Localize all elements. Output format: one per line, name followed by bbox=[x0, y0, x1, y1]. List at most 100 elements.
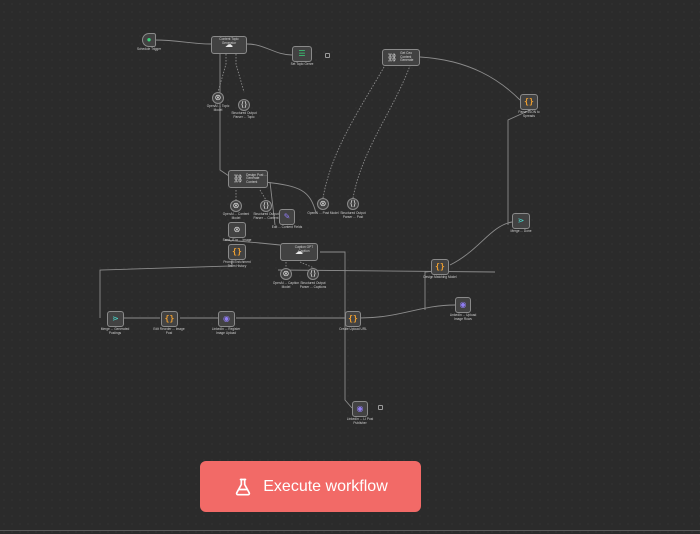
edit-content-node[interactable]: ✎ bbox=[279, 209, 295, 225]
schedule-trigger-node[interactable]: ● bbox=[142, 33, 156, 47]
parse-json-node[interactable]: {} bbox=[520, 94, 538, 110]
openai-icon: ⊛ bbox=[319, 199, 327, 208]
linkedin-register-node[interactable]: ◉ bbox=[218, 311, 235, 327]
get-content-node[interactable]: ⛓ Get Ceo Content Generate bbox=[382, 49, 420, 66]
http-icon: ◉ bbox=[356, 404, 364, 413]
node-label: Schedule Trigger bbox=[136, 47, 162, 51]
code-brackets-icon: ⟨⟩ bbox=[349, 199, 357, 208]
edge bbox=[264, 181, 317, 214]
node-label: OpenAI ... Topic Model bbox=[206, 104, 230, 112]
edge bbox=[99, 252, 233, 318]
edge bbox=[224, 239, 281, 246]
panel-divider bbox=[0, 530, 700, 531]
node-label: Structured Output Parser ... Captions bbox=[299, 281, 327, 289]
edge bbox=[321, 59, 389, 205]
merge-icon: ⋗ bbox=[112, 314, 119, 323]
node-label: LinkedIn ... Register Image Upload bbox=[211, 327, 241, 335]
design-post-node[interactable]: ⛓ Design Post ... Generate Content bbox=[228, 170, 268, 188]
openai-content-model-node[interactable]: ⊛ bbox=[230, 200, 242, 212]
openai-caption-model-node[interactable]: ⊛ bbox=[280, 268, 292, 280]
code-brackets-icon: ⟨⟩ bbox=[240, 100, 248, 109]
code-icon: {} bbox=[524, 97, 534, 106]
add-node-handle[interactable] bbox=[325, 53, 330, 58]
linkedin-publisher-node[interactable]: ◉ bbox=[352, 401, 368, 417]
openai-topic-model-node[interactable]: ⊛ bbox=[212, 92, 224, 104]
execute-workflow-button[interactable]: Execute workflow bbox=[200, 461, 421, 512]
parser-caption-node[interactable]: ⟨⟩ bbox=[307, 268, 319, 280]
edge bbox=[359, 304, 456, 319]
openai-icon: ⊛ bbox=[232, 201, 240, 210]
edge bbox=[351, 59, 413, 205]
parser-topic-node[interactable]: ⟨⟩ bbox=[238, 99, 250, 111]
edge bbox=[507, 109, 531, 225]
add-node-handle[interactable] bbox=[378, 405, 383, 410]
edge bbox=[259, 189, 267, 201]
node-label: LinkedIn ... Upload Image Rows bbox=[449, 313, 477, 321]
design-matching-node[interactable]: {} bbox=[431, 259, 449, 275]
content-topic-generator-node[interactable]: ☁ bbox=[211, 36, 247, 54]
create-upload-url-node[interactable]: {} bbox=[345, 311, 361, 327]
flask-icon bbox=[236, 478, 251, 495]
list-icon: ☰ bbox=[298, 49, 306, 58]
merge-icon: ⋗ bbox=[517, 216, 525, 225]
node-label: Merge ... Generated Postings bbox=[100, 327, 130, 335]
node-label: OpenAI ... Content Model bbox=[222, 212, 250, 220]
http-icon: ◉ bbox=[223, 314, 230, 323]
clock-icon: ● bbox=[146, 35, 152, 44]
node-label: OpenAI ... Caption Model bbox=[272, 281, 300, 289]
link-icon: ⛓ bbox=[387, 52, 398, 62]
code-brackets-icon: ⟨⟩ bbox=[309, 269, 317, 278]
set-topic-node[interactable]: ☰ bbox=[292, 46, 312, 62]
edge bbox=[219, 54, 233, 179]
node-label: Edit ... Content Fields bbox=[271, 225, 303, 229]
node-label: Structured Output Parser ... Content bbox=[253, 212, 279, 220]
openai-post-model-node[interactable]: ⊛ bbox=[317, 198, 329, 210]
node-label: Structured Output Parser ... Post bbox=[340, 211, 366, 219]
edge bbox=[217, 54, 227, 93]
edge bbox=[246, 43, 293, 56]
code-icon: {} bbox=[348, 314, 358, 323]
openai-icon: ⊛ bbox=[282, 269, 290, 278]
merge-generated-node[interactable]: ⋗ bbox=[107, 311, 124, 327]
execute-label: Execute workflow bbox=[263, 477, 388, 495]
node-label: Edit Reorder ... Image Post bbox=[153, 327, 185, 335]
http-icon: ◉ bbox=[459, 300, 467, 309]
code-icon: {} bbox=[164, 314, 175, 323]
merge-done-node[interactable]: ⋗ bbox=[512, 213, 530, 229]
node-label: OpenAI ... Post Model bbox=[307, 211, 339, 215]
node-label: Send_IT to ... Image bbox=[222, 238, 252, 242]
node-label: LinkedIn ... LI Post Publisher bbox=[346, 417, 374, 425]
code-icon: {} bbox=[232, 247, 242, 256]
prompt-enrichment-node[interactable]: {} bbox=[228, 244, 246, 260]
link-icon: ⛓ bbox=[233, 174, 244, 183]
ai-agent-icon: ☁ bbox=[295, 247, 303, 256]
edge bbox=[449, 221, 513, 266]
edge bbox=[235, 54, 245, 93]
node-label: Parse JSON to Spreads bbox=[518, 110, 540, 118]
node-label: Prompt Enrichment Team History bbox=[223, 260, 251, 268]
edit-reorder-node[interactable]: {} bbox=[161, 311, 178, 327]
edge bbox=[299, 261, 315, 269]
send-image-node[interactable]: ⊛ bbox=[228, 222, 246, 238]
edge bbox=[269, 181, 276, 226]
openai-icon: ⊛ bbox=[233, 225, 241, 234]
edge bbox=[153, 39, 212, 45]
node-label: Set Topic Genre bbox=[290, 62, 314, 66]
node-label: Merge ... Done bbox=[510, 229, 532, 233]
node-label: Content Topic Generator bbox=[219, 37, 239, 45]
openai-icon: ⊛ bbox=[214, 93, 222, 102]
pencil-icon: ✎ bbox=[283, 212, 291, 221]
parser-content-node[interactable]: ⟨⟩ bbox=[260, 200, 272, 212]
node-label: Structured Output Parser ... Topic bbox=[231, 111, 257, 119]
caption-node[interactable]: ☁ bbox=[280, 243, 318, 261]
node-label: Caption GPT Caption bbox=[294, 245, 314, 253]
code-brackets-icon: ⟨⟩ bbox=[262, 201, 270, 210]
node-label: Create Upload URL bbox=[339, 327, 367, 331]
linkedin-upload-rows-node[interactable]: ◉ bbox=[455, 297, 471, 313]
ai-agent-icon: ☁ bbox=[225, 40, 233, 49]
parser-post-node[interactable]: ⟨⟩ bbox=[347, 198, 359, 210]
code-icon: {} bbox=[435, 262, 445, 271]
node-label: Design Matching Model bbox=[423, 275, 457, 279]
